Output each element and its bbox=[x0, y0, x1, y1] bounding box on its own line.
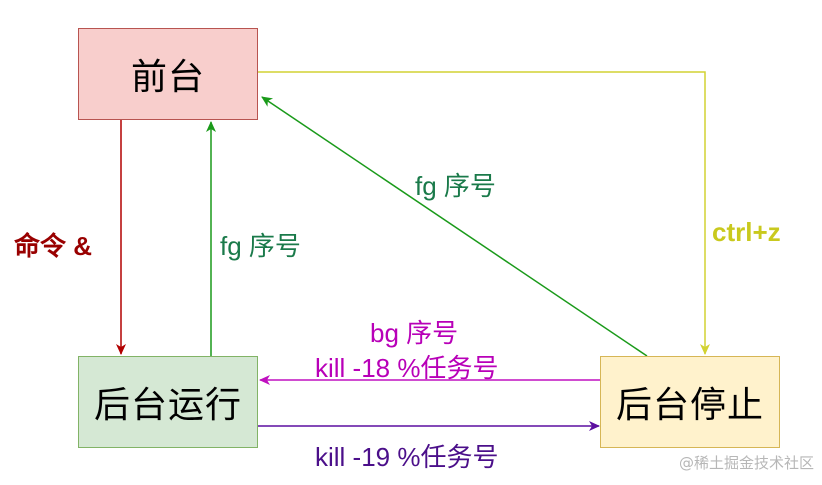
label-bg: bg 序号 bbox=[370, 318, 459, 348]
watermark: @稀土掘金技术社区 bbox=[678, 454, 814, 472]
edge-ctrl-z bbox=[258, 71, 710, 355]
node-background-running: 后台运行 bbox=[78, 356, 258, 448]
node-background-stopped: 后台停止 bbox=[600, 356, 780, 448]
label-fg-from-stopped: fg 序号 bbox=[415, 171, 496, 201]
label-cmd-amp: 命令 & bbox=[14, 231, 93, 261]
label-ctrl-z: ctrl+z bbox=[712, 217, 781, 247]
label-fg-from-running: fg 序号 bbox=[220, 231, 301, 261]
label-kill18: kill -18 %任务号 bbox=[315, 353, 499, 383]
label-kill19: kill -19 %任务号 bbox=[315, 442, 499, 472]
node-foreground: 前台 bbox=[78, 28, 258, 120]
edge-fg-from-stopped bbox=[261, 96, 648, 357]
